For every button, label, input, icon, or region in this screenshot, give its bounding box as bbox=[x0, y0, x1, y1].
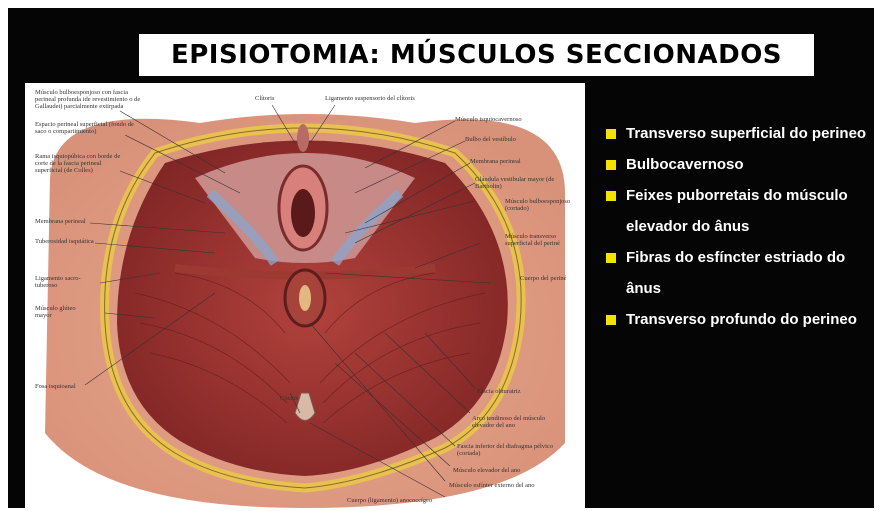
label-gluteo-mayor: Músculo glúteo mayor bbox=[35, 305, 90, 319]
bullet-item: Fibras do esfíncter estriado do ânus bbox=[606, 242, 871, 304]
label-membrana-perineal-left: Membrana perineal bbox=[35, 218, 90, 225]
bullet-text: Transverso profundo do perineo bbox=[626, 311, 857, 328]
label-arco-tendinoso: Arco tendinoso del músculo elevador del … bbox=[472, 415, 552, 429]
label-tuberosidad: Tuberosidad isquiática bbox=[35, 238, 95, 245]
bullet-square-icon bbox=[606, 160, 616, 170]
bullet-list: Transverso superficial do perineo Bulboc… bbox=[606, 118, 871, 335]
bullet-item: Transverso superficial do perineo bbox=[606, 118, 871, 149]
bullet-item: Bulbocavernoso bbox=[606, 149, 871, 180]
label-elevador-ano: Músculo elevador del ano bbox=[453, 467, 563, 474]
slide-title: EPISIOTOMIA: MÚSCULOS SECCIONADOS bbox=[171, 40, 782, 70]
bullet-item: Feixes puborretais do músculo elevador d… bbox=[606, 180, 871, 242]
slide-title-box: EPISIOTOMIA: MÚSCULOS SECCIONADOS bbox=[139, 34, 814, 76]
label-glandula-bartholin: Glándula vestibular mayor (de Bartholin) bbox=[475, 176, 575, 190]
bullet-text: Transverso superficial do perineo bbox=[626, 125, 866, 142]
bullet-text: Feixes puborretais do músculo elevador d… bbox=[626, 187, 848, 235]
label-transverso-superficial: Músculo transverso superficial del perin… bbox=[505, 233, 570, 247]
label-fascia-inferior: Fascia inferior del diafragma pélvico (c… bbox=[457, 443, 557, 457]
bullet-square-icon bbox=[606, 315, 616, 325]
label-esfinter-externo: Músculo esfínter externo del ano bbox=[449, 482, 579, 489]
label-bulboesponjoso-cortado: Músculo bulboesponjoso (cortado) bbox=[505, 198, 575, 212]
label-fosa-isquioanal: Fosa isquioanal bbox=[35, 383, 105, 390]
label-cuerpo-anococcigeo: Cuerpo (ligamento) anococcígeo bbox=[347, 497, 517, 504]
label-ligamento-suspensorio: Ligamento suspensorio del clítoris bbox=[325, 95, 485, 102]
label-bulbo-vestibulo: Bulbo del vestíbulo bbox=[465, 136, 575, 143]
slide: EPISIOTOMIA: MÚSCULOS SECCIONADOS bbox=[8, 8, 874, 508]
label-membrana-perineal-right: Membrana perineal bbox=[470, 158, 575, 165]
anatomy-illustration: Músculo bulboesponjoso con fascia perine… bbox=[25, 83, 585, 508]
label-isquiocavernoso: Músculo isquiocavernoso bbox=[455, 116, 575, 123]
label-espacio-perineal: Espacio perineal superficial (fondo de s… bbox=[35, 121, 135, 135]
label-cuerpo-perine: Cuerpo del periné bbox=[520, 275, 570, 282]
bullet-text: Fibras do esfíncter estriado do ânus bbox=[626, 249, 845, 297]
label-bulboesponjoso-fascia: Músculo bulboesponjoso con fascia perine… bbox=[35, 89, 145, 110]
label-clitoris: Clítoris bbox=[255, 95, 295, 102]
bullet-square-icon bbox=[606, 191, 616, 201]
label-coccix: Cóccix bbox=[280, 395, 320, 402]
bullet-item: Transverso profundo do perineo bbox=[606, 304, 871, 335]
bullet-square-icon bbox=[606, 129, 616, 139]
label-ligamento-sacrotuberoso: Ligamento sacro-tuberoso bbox=[35, 275, 90, 289]
bullet-square-icon bbox=[606, 253, 616, 263]
label-rama-isquiopubica: Rama isquiopúbica con borde de corte de … bbox=[35, 153, 130, 174]
label-fascia-obturatriz: Fascia obturatriz bbox=[477, 388, 522, 395]
bullet-text: Bulbocavernoso bbox=[626, 156, 744, 173]
